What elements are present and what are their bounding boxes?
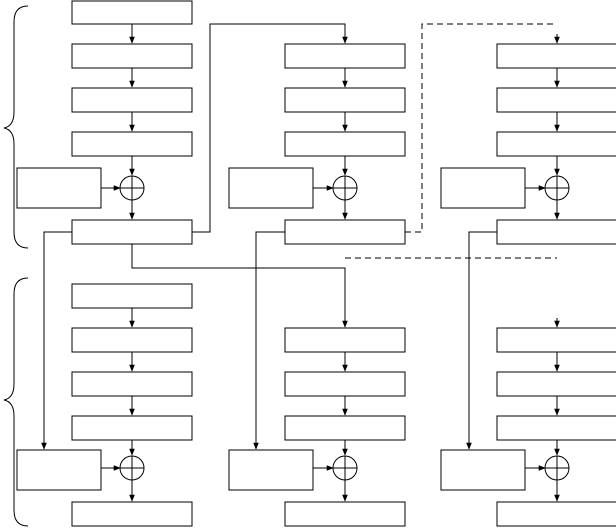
side-input-block	[16, 167, 102, 209]
stage-2	[16, 244, 616, 527]
left-brace-stage-1	[3, 5, 29, 249]
output-block	[284, 501, 406, 527]
stage-1-column-2	[228, 43, 406, 245]
block	[71, 43, 193, 69]
connector-col1-to-col2	[192, 23, 348, 233]
stage-2-column-1	[16, 283, 193, 527]
output-block	[496, 219, 616, 245]
block	[71, 131, 193, 157]
stage-1	[16, 0, 616, 245]
output-block	[71, 219, 193, 245]
block	[496, 43, 616, 69]
left-brace-stage-2	[3, 277, 29, 527]
xor-operator	[332, 455, 358, 481]
feedback-col3	[466, 231, 497, 450]
feedback-col2	[253, 231, 285, 450]
block	[284, 327, 406, 353]
block	[496, 131, 616, 157]
side-input-block	[16, 449, 102, 491]
block	[496, 415, 616, 441]
block	[496, 327, 616, 353]
block	[71, 327, 193, 353]
xor-operator	[332, 175, 358, 201]
connector-stage1-col1-to-stage2-col2	[131, 244, 348, 328]
block	[284, 87, 406, 113]
side-input-block	[228, 167, 314, 209]
side-input-block	[440, 167, 526, 209]
dashed-connector-col2-to-col3	[405, 23, 557, 233]
output-block	[71, 501, 193, 527]
side-input-block	[440, 449, 526, 491]
xor-operator	[119, 175, 145, 201]
block	[284, 371, 406, 397]
block	[71, 283, 193, 309]
block	[284, 415, 406, 441]
side-input-block	[228, 449, 314, 491]
block	[496, 87, 616, 113]
block	[71, 87, 193, 113]
stage-1-column-1	[16, 0, 193, 245]
output-block	[496, 501, 616, 527]
block	[71, 415, 193, 441]
xor-operator	[544, 455, 570, 481]
block	[71, 0, 193, 25]
block	[284, 43, 406, 69]
xor-operator	[544, 175, 570, 201]
stage-2-column-2	[228, 327, 406, 527]
feedback-col1	[41, 231, 72, 450]
stage-1-column-3	[440, 43, 616, 245]
output-block	[284, 219, 406, 245]
block	[71, 371, 193, 397]
block	[284, 131, 406, 157]
xor-operator	[119, 455, 145, 481]
block	[496, 371, 616, 397]
stage-2-column-3	[440, 327, 616, 527]
